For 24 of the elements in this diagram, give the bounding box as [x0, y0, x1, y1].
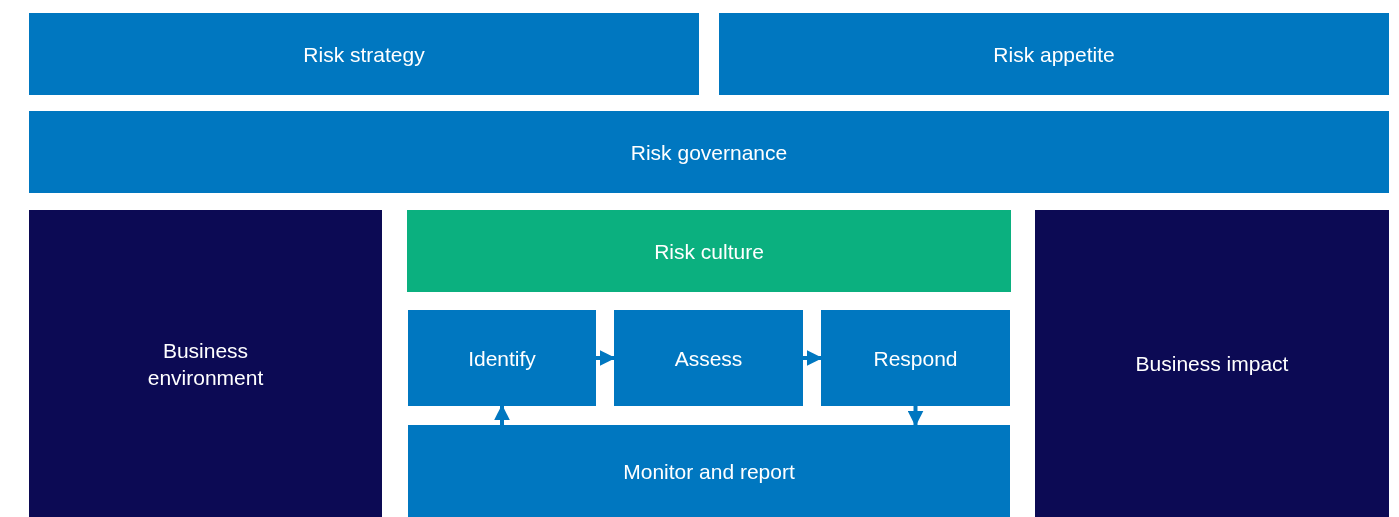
governance-bar [29, 111, 1389, 193]
box-label: Risk appetite [993, 41, 1115, 68]
box-label: Respond [873, 345, 958, 372]
process-bar [408, 425, 1010, 517]
box-label: Risk governance [630, 139, 788, 166]
box-label: Monitor and report [623, 458, 795, 485]
box-label: Business impact [1135, 351, 1289, 377]
arrow [596, 350, 616, 366]
process-box [408, 310, 596, 406]
box-label: Risk culture [654, 238, 764, 265]
side-panel [29, 210, 382, 517]
side-panel [1035, 210, 1389, 517]
arrow [907, 406, 924, 427]
arrow [803, 350, 823, 366]
arrow [494, 404, 510, 425]
process-box [614, 310, 803, 406]
box-label: Risk strategy [303, 41, 425, 68]
strategy-bar [29, 13, 699, 95]
box-label: Business environment [146, 337, 265, 391]
box-label: Identify [468, 345, 536, 372]
culture-bar [407, 210, 1011, 292]
process-box [821, 310, 1010, 406]
strategy-bar [719, 13, 1389, 95]
box-label: Assess [674, 345, 743, 372]
